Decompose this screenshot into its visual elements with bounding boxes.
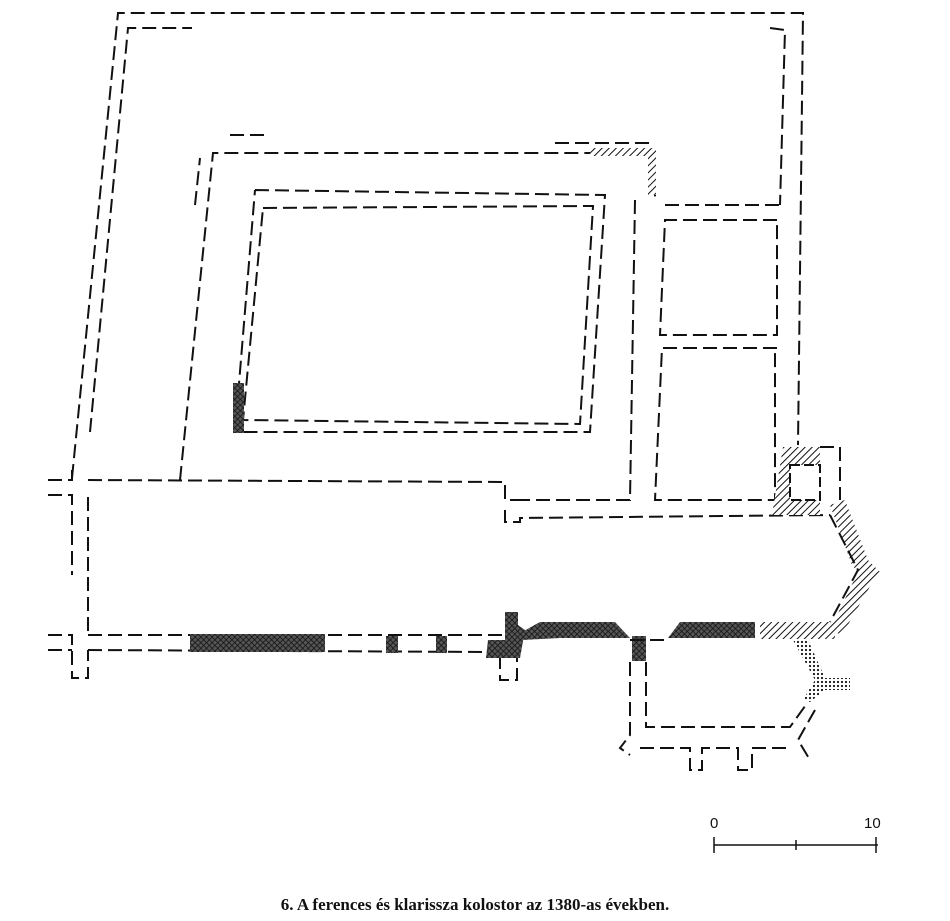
scale-end-label: 10 [864, 815, 881, 832]
east-range-rooms [653, 204, 780, 501]
figure-caption: 6. A ferences és klarissza kolostor az 1… [280, 895, 670, 914]
precinct-wall [71, 12, 805, 479]
side-chapel [618, 640, 850, 771]
scale-start-label: 0 [710, 815, 719, 832]
cloister [179, 134, 656, 501]
scale-bar [713, 837, 878, 853]
sanctuary-apse [772, 446, 880, 635]
church-nave [48, 465, 835, 681]
